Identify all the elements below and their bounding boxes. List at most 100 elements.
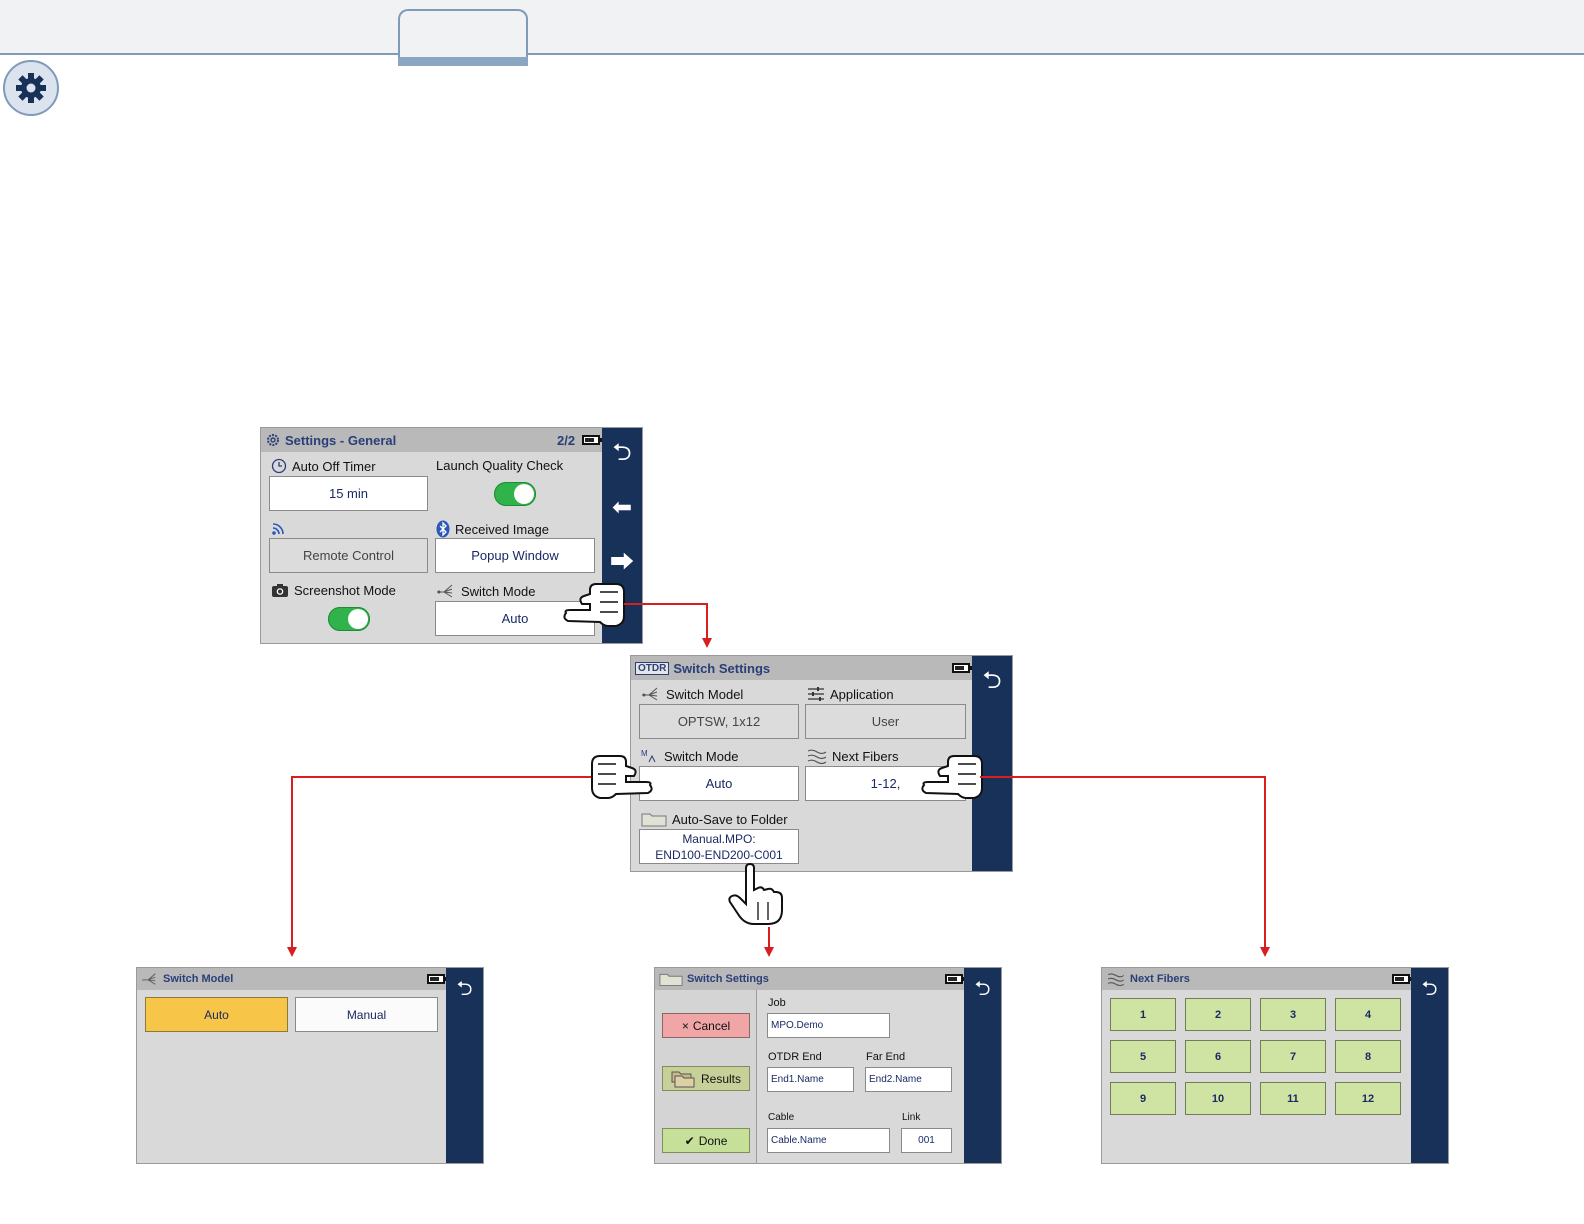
switch-model-screen: Switch Model ⮌ Auto Manual [136,967,484,1164]
screenshot-mode-toggle[interactable] [328,607,370,631]
fiber-button-12[interactable]: 12 [1335,1082,1401,1115]
application-label: Application [807,686,894,702]
connector-arrow [764,947,774,957]
fiber-button-3[interactable]: 3 [1260,998,1326,1031]
battery-icon [582,435,603,445]
job-settings-titlebar: Switch Settings [655,968,966,990]
job-field[interactable]: MPO.Demo [767,1013,890,1038]
cancel-button[interactable]: × Cancel [662,1013,750,1038]
switch-model-field[interactable]: OPTSW, 1x12 [639,704,799,739]
settings-gear-icon [3,60,59,116]
next-fibers-screen: Next Fibers ⮌ 1 2 3 4 5 6 7 8 9 10 11 12 [1101,967,1449,1164]
auto-save-folder-label: Auto-Save to Folder [641,811,788,827]
far-end-label: Far End [866,1051,906,1063]
back-icon[interactable]: ⮌ [1421,978,1438,1000]
otdr-badge: OTDR [635,661,670,675]
received-image-field[interactable]: Popup Window [435,538,595,573]
page-header-bar [0,0,1584,55]
switch-mode-label: Switch Mode [436,583,535,599]
fiber-button-11[interactable]: 11 [1260,1082,1326,1115]
pointing-hand-icon [921,755,983,799]
job-settings-sidebar: ⮌ [964,968,1001,1163]
launch-quality-check-toggle[interactable] [494,482,536,506]
connector-arrow [287,947,297,957]
battery-icon [427,974,448,984]
clock-icon [271,458,287,474]
connector-line [291,776,591,778]
fiber-button-7[interactable]: 7 [1260,1040,1326,1073]
connector-line [706,603,708,640]
far-end-field[interactable]: End2.Name [865,1067,952,1092]
connector-line [291,776,293,949]
connector-line [980,776,1266,778]
connector-line [1264,776,1266,949]
page-indicator: 2/2 [557,432,576,448]
application-field[interactable]: User [805,704,966,739]
screen-title: Settings - General [285,432,397,448]
launch-quality-check-label: Launch Quality Check [436,458,564,473]
switch-model-sidebar: ⮌ [446,968,483,1163]
back-icon[interactable]: ⮌ [612,438,632,466]
fiber-button-5[interactable]: 5 [1110,1040,1176,1073]
screen-title: Switch Model [163,973,234,985]
screen-title: Next Fibers [1130,973,1190,985]
auto-save-folder-field[interactable]: Manual.MPO: END100-END200-C001 [639,829,799,864]
next-fibers-label: Next Fibers [807,748,898,764]
auto-option-button[interactable]: Auto [145,997,288,1032]
connector-line [768,927,770,949]
folder-icon [659,973,683,986]
camera-icon [272,584,288,597]
switch-model-titlebar: Switch Model [137,968,448,990]
cable-field[interactable]: Cable.Name [767,1128,890,1153]
fiber-button-4[interactable]: 4 [1335,998,1401,1031]
switch-mode-icon: M [641,749,656,763]
job-settings-screen: Switch Settings ⮌ × Cancel Results ✔ Don… [654,967,1002,1164]
fiber-button-1[interactable]: 1 [1110,998,1176,1031]
folder-path-line: END100-END200-C001 [655,847,783,862]
screenshot-mode-label: Screenshot Mode [271,583,396,598]
switch-settings-titlebar: OTDR Switch Settings [631,656,974,680]
switch-icon [142,973,156,985]
next-fibers-titlebar: Next Fibers [1102,968,1413,990]
next-page-arrow-icon[interactable]: ⮕ [610,548,634,576]
gear-icon [267,434,279,446]
job-label: Job [768,997,786,1009]
received-image-label: Received Image [436,520,549,538]
svg-text:M: M [641,749,648,758]
connector-arrow [1260,947,1270,957]
link-label: Link [902,1112,921,1123]
manual-option-button[interactable]: Manual [295,997,438,1032]
folder-icon [641,813,667,827]
fiber-button-2[interactable]: 2 [1185,998,1251,1031]
otdr-end-field[interactable]: End1.Name [767,1067,854,1092]
folders-icon [671,1071,695,1087]
fiber-button-9[interactable]: 9 [1110,1082,1176,1115]
otdr-end-label: OTDR End [768,1051,822,1063]
switch-icon [642,687,658,701]
link-field[interactable]: 001 [901,1128,952,1153]
back-icon[interactable]: ⮌ [974,978,991,1000]
switch-icon [437,584,453,598]
wifi-icon [271,520,287,536]
fibers-icon [807,749,827,764]
fiber-button-10[interactable]: 10 [1185,1082,1251,1115]
auto-off-timer-field[interactable]: 15 min [269,476,428,511]
auto-off-timer-label: Auto Off Timer [271,458,376,474]
fibers-icon [1107,973,1125,986]
switch-model-label: Switch Model [641,686,743,702]
fiber-button-8[interactable]: 8 [1335,1040,1401,1073]
fiber-button-6[interactable]: 6 [1185,1040,1251,1073]
bluetooth-icon [436,520,450,538]
back-icon[interactable]: ⮌ [456,978,473,1000]
results-button[interactable]: Results [662,1066,750,1091]
battery-icon [952,663,973,673]
switch-mode-field[interactable]: Auto [639,766,799,801]
done-button[interactable]: ✔ Done [662,1128,750,1153]
folder-path-line: Manual.MPO: [682,831,756,846]
battery-icon [945,974,966,984]
prev-page-arrow-icon[interactable]: ⬅ [611,493,633,521]
pointing-hand-icon [591,755,653,799]
back-icon[interactable]: ⮌ [982,666,1002,694]
page-tab[interactable] [398,9,528,66]
remote-control-field[interactable]: Remote Control [269,538,428,573]
